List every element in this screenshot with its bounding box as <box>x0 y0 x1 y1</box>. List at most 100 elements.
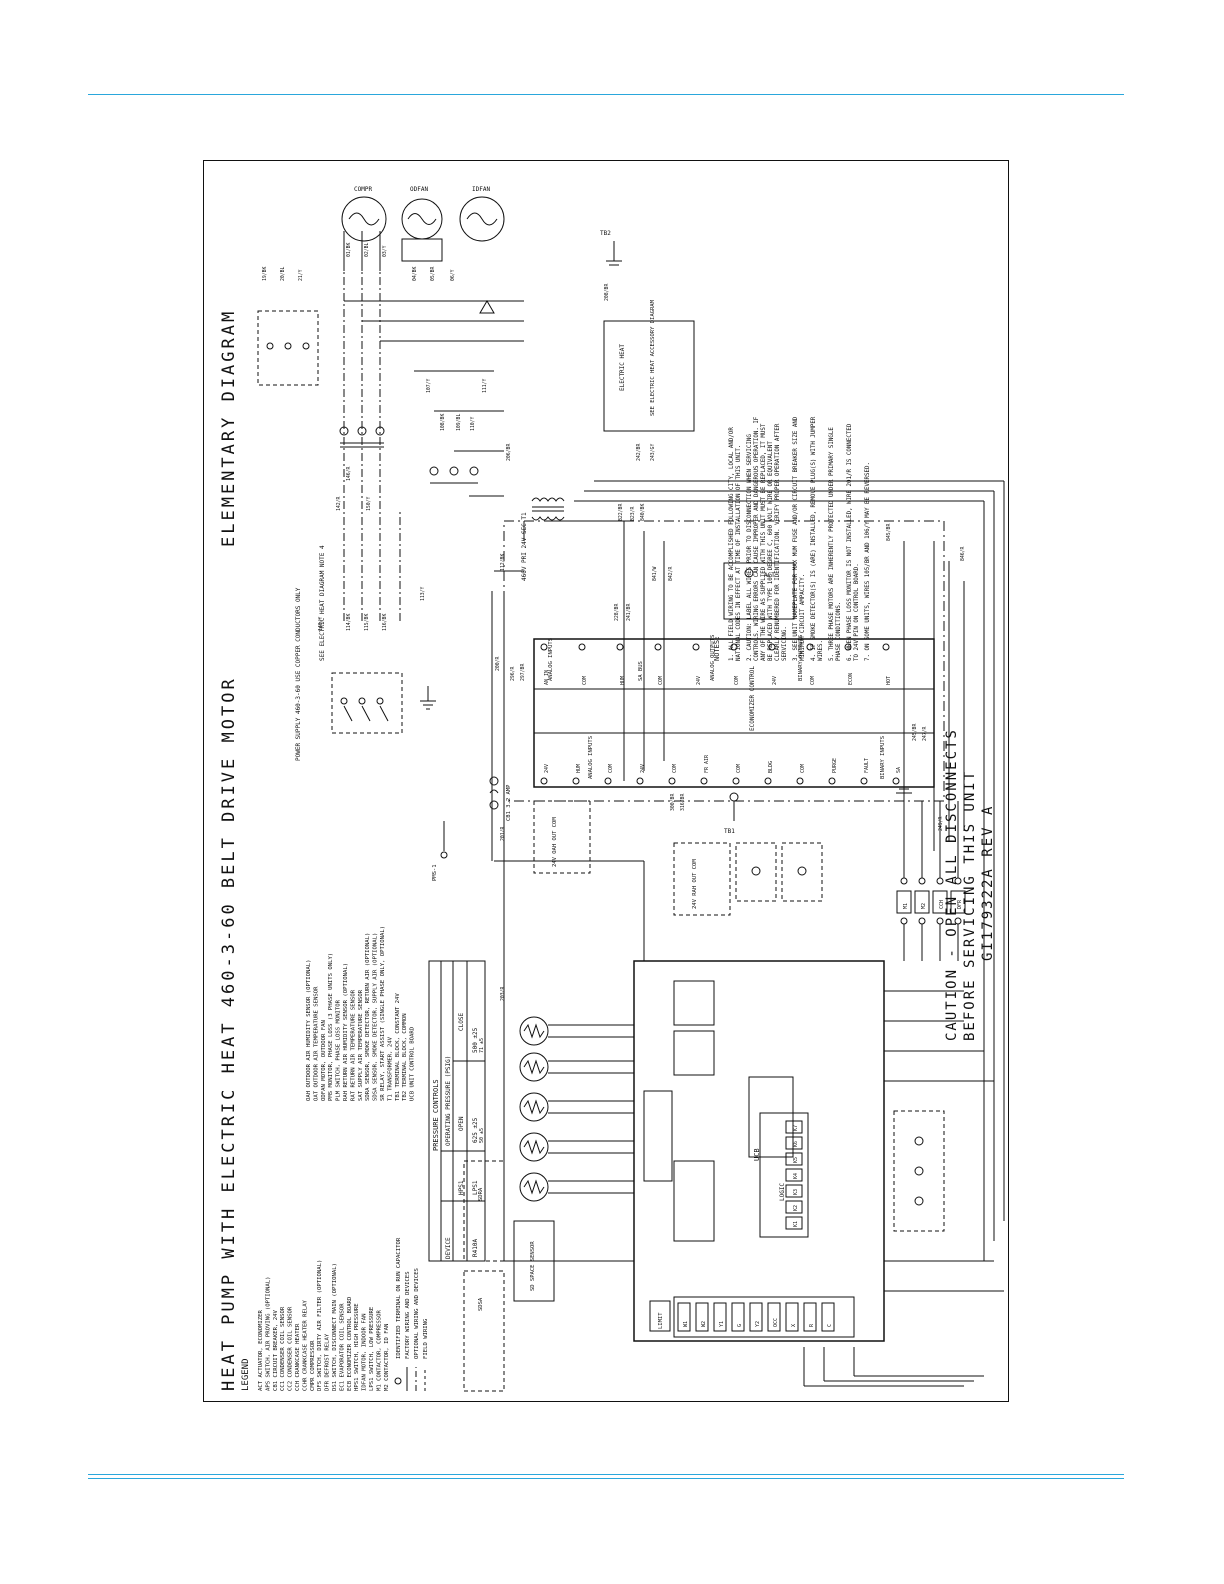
tb1-label: TB1 <box>724 828 735 835</box>
wire-label: 03/Y <box>382 245 388 257</box>
pressure-row-refrigerant: R410A <box>472 1239 479 1257</box>
contactor-coil-label: M1 <box>903 903 909 909</box>
transformer-label: 460V PRI 24V SEC T1 <box>521 512 528 581</box>
eco-analog-inputs-top: ANALOG INPUTS <box>548 638 554 681</box>
legend-entry: HPS1 SWITCH, HIGH PRESSURE <box>354 1303 360 1391</box>
wire-label: 840/BK <box>640 504 646 521</box>
note-item: 7. ON SOME UNITS, WIRES 105/BR AND 106/Y… <box>865 462 871 661</box>
electric-heat-ref-label: SEE ELECTRIC HEAT DIAGRAM NOTE 4 <box>319 545 326 661</box>
legend-symbol-text: FIELD WIRING <box>423 1318 429 1359</box>
logic-label: LOGIC <box>779 1183 786 1201</box>
air-proving-switch <box>781 842 823 902</box>
legend-entry: CMPR COMPRESSOR <box>310 1340 316 1391</box>
diagram-title: HEAT PUMP WITH ELECTRIC HEAT 460-3-60 BE… <box>219 676 239 1391</box>
legend-entry: DS1 SWITCH, DISCONNECT MAIN (OPTIONAL) <box>332 1263 338 1391</box>
power-runs <box>343 231 524 572</box>
eco-terminal-label: COM <box>658 676 664 685</box>
footer-rule-upper <box>88 1474 1124 1475</box>
ucb-terminal-label: R <box>809 1323 815 1327</box>
limit-label: LIMIT <box>658 1312 664 1329</box>
tb2-label: TB2 <box>600 230 611 237</box>
wiring-diagram-sheet: HEAT PUMP WITH ELECTRIC HEAT 460-3-60 BE… <box>203 160 1009 1402</box>
warning-triangle-icon <box>479 300 495 314</box>
ucb-terminal-label: OCC <box>773 1318 779 1327</box>
legend-entry: IDFAN MOTOR, INDOOR FAN <box>362 1314 368 1391</box>
legend-entry: EC1 EVAPORATOR COIL SENSOR <box>339 1303 345 1391</box>
wire-label: 107/Y <box>426 378 432 393</box>
eco-terminal-label: COM <box>672 764 678 773</box>
legend-entry: RAT RETURN AIR TEMPERATURE SENSOR <box>350 989 356 1101</box>
eco-terminal-label: COM <box>736 764 742 773</box>
indoor-fan-motor: IDFAN <box>459 186 505 242</box>
eco-analog-outputs: ANALOG OUTPUTS <box>710 635 716 681</box>
wire-label: 245/BR <box>912 724 918 741</box>
svg-text:SEE ELECTRIC HEAT DIAGRAM NOTE: SEE ELECTRIC HEAT DIAGRAM NOTE 4 <box>319 545 326 661</box>
wiring-diagram-svg: HEAT PUMP WITH ELECTRIC HEAT 460-3-60 BE… <box>219 186 1005 1392</box>
note-item: 6. WHEN PHASE LOSS MONITOR IS NOT INSTAL… <box>847 423 860 661</box>
header-rule <box>88 94 1124 95</box>
circuit-breaker-cb1: CB1 3.2 AMP <box>489 776 512 821</box>
eco-terminal-label: PURGE <box>832 758 838 773</box>
note-item: 4. IF SMOKE DETECTOR(S) IS (ARE) INSTALL… <box>811 416 824 661</box>
rah-sensor: 24V RAH OUT COM <box>673 842 731 916</box>
footer-rule-lower <box>88 1478 1124 1479</box>
sdsa-label: SDSA <box>478 1297 484 1311</box>
sdra-label: SDRA <box>478 1187 484 1201</box>
unit-control-board: UCB <box>633 960 885 1342</box>
legend-entry: CCH CRANKCASE HEATER <box>295 1323 301 1391</box>
eco-sa-bus: SA BUS <box>638 661 644 681</box>
eco-terminal-label: AN IN <box>544 670 550 685</box>
legend-entry: APS SWITCH, AIR PROVING (OPTIONAL) <box>265 1276 271 1391</box>
wire-label: 249/R <box>938 816 944 831</box>
legend-entry: ACT ACTUATOR, ECONOMIZER <box>258 1310 264 1391</box>
wire-label: 241/BR <box>626 604 632 621</box>
contactor-m1 <box>339 426 385 448</box>
relay-label: K4 <box>793 1173 799 1179</box>
note-item: 3. SEE UNIT NAMEPLATE FOR MAX MUM FUSE A… <box>793 416 806 661</box>
wire-label: 142/R <box>336 496 342 511</box>
ucb-p4-block <box>673 980 715 1026</box>
sdra-detector: SDRA <box>463 1160 505 1262</box>
legend-entry: ECB ECONOMIZER CONTROL BOARD <box>347 1296 353 1391</box>
wire-label: 200/R <box>495 656 501 671</box>
eco-terminal-label: 24V <box>772 676 778 685</box>
relay-label: K2 <box>793 1205 799 1211</box>
wire-label: 203/R <box>500 986 506 1001</box>
wire-label: 297/BR <box>520 664 526 681</box>
contactor-coil-label: DFR <box>957 899 963 909</box>
diagram-subtitle: ELEMENTARY DIAGRAM <box>219 309 239 547</box>
eco-terminal-label: COM <box>800 764 806 773</box>
thermistor-sensors <box>519 1016 634 1202</box>
wire-label: 846/R <box>960 546 966 561</box>
notes-list: 1. ALL FIELD WIRING TO BE ACCOMPLISHED F… <box>729 416 871 661</box>
wire-label: 114/BK <box>346 614 352 631</box>
ucb-terminal-label: W2 <box>701 1321 707 1327</box>
ucb-terminal-label: X <box>791 1324 797 1327</box>
eco-terminal-label: FAULT <box>864 758 870 773</box>
main-disconnect-switch <box>331 672 403 734</box>
wire-label: 116/BK <box>382 614 388 631</box>
legend-entry: SR RELAY, START ASSIST (SINGLE PHASE ONL… <box>380 926 386 1101</box>
eco-terminal-label: COM <box>608 764 614 773</box>
phase-loss-monitor <box>257 310 319 386</box>
wire-label: 228/BR <box>614 604 620 621</box>
contactor-m2 <box>429 466 479 484</box>
eco-binary-inputs: BINARY INPUTS <box>880 736 886 779</box>
eco-terminal-label: 24V <box>696 676 702 685</box>
legend-entry: SAT SUPPLY AIR TEMPERATURE SENSOR <box>358 989 364 1101</box>
pressure-row-lps1-close: 71 ±5 <box>479 1038 485 1053</box>
legend-entry: SDSA SENSOR, SMOKE DETECTOR, SUPPLY AIR … <box>373 933 379 1101</box>
pressure-row-hps1-close: 500 ±25 <box>472 1027 479 1053</box>
economizer-enclosure <box>503 520 945 802</box>
electric-heat-box: ELECTRIC HEAT SEE ELECTRIC HEAT ACCESSOR… <box>603 299 695 432</box>
note-item: 1. ALL FIELD WIRING TO BE ACCOMPLISHED F… <box>729 427 742 661</box>
pressure-row-hps1-device: HPS1 <box>458 1180 465 1195</box>
legend-entry: CC2 CONDENSER COIL SENSOR <box>288 1306 294 1391</box>
wire-label: 02/BL <box>364 242 370 257</box>
title-block: HEAT PUMP WITH ELECTRIC HEAT 460-3-60 BE… <box>219 676 239 1391</box>
electric-heat-accessory-label: SEE ELECTRIC HEAT ACCESSORY DIAGRAM <box>650 299 656 416</box>
pressure-table: PRESSURE CONTROLS DEVICE OPERATING PRESS… <box>428 960 486 1262</box>
